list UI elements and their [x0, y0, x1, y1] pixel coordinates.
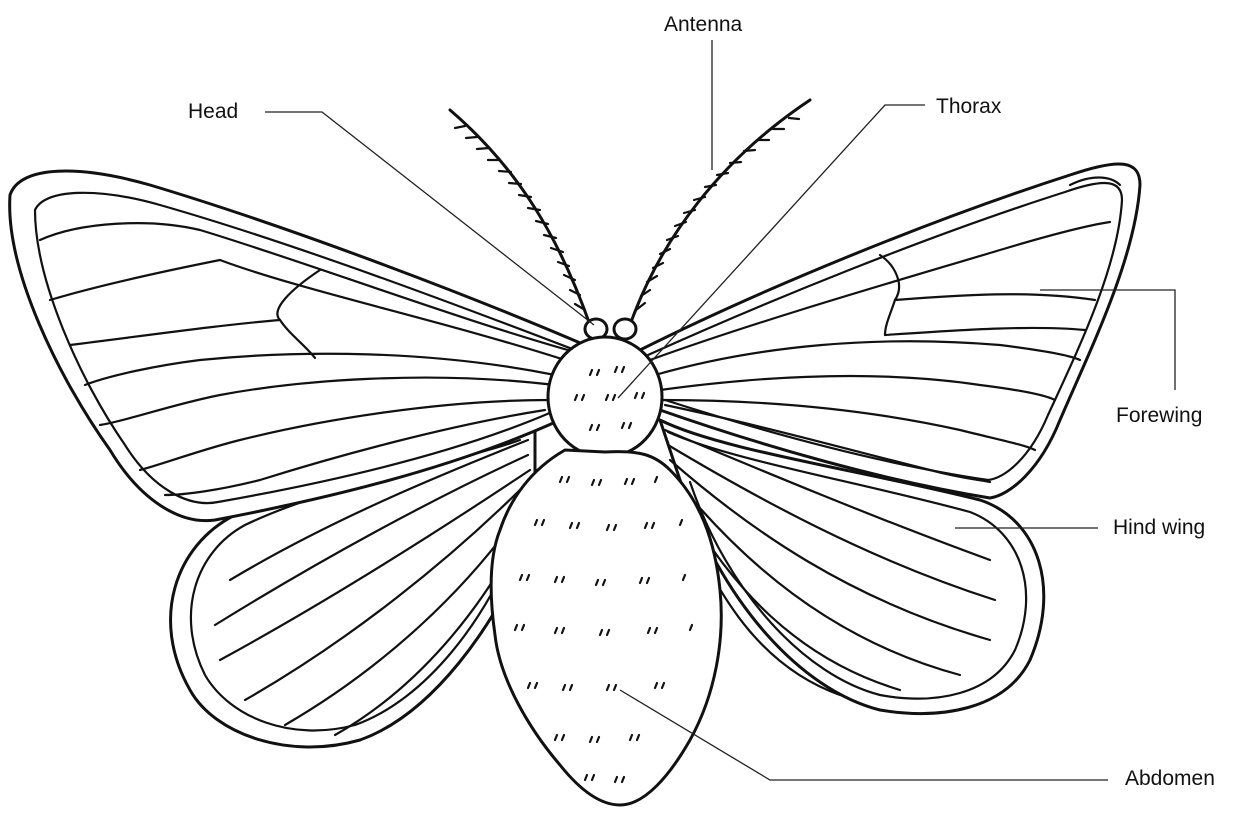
label-abdomen: Abdomen — [1125, 768, 1215, 789]
label-hind-wing: Hind wing — [1113, 517, 1205, 538]
label-antenna: Antenna — [664, 14, 742, 35]
thorax — [548, 337, 662, 457]
label-forewing: Forewing — [1116, 405, 1202, 426]
antennae — [450, 100, 810, 325]
label-head: Head — [188, 101, 238, 122]
label-thorax: Thorax — [936, 96, 1001, 117]
abdomen — [491, 450, 721, 805]
